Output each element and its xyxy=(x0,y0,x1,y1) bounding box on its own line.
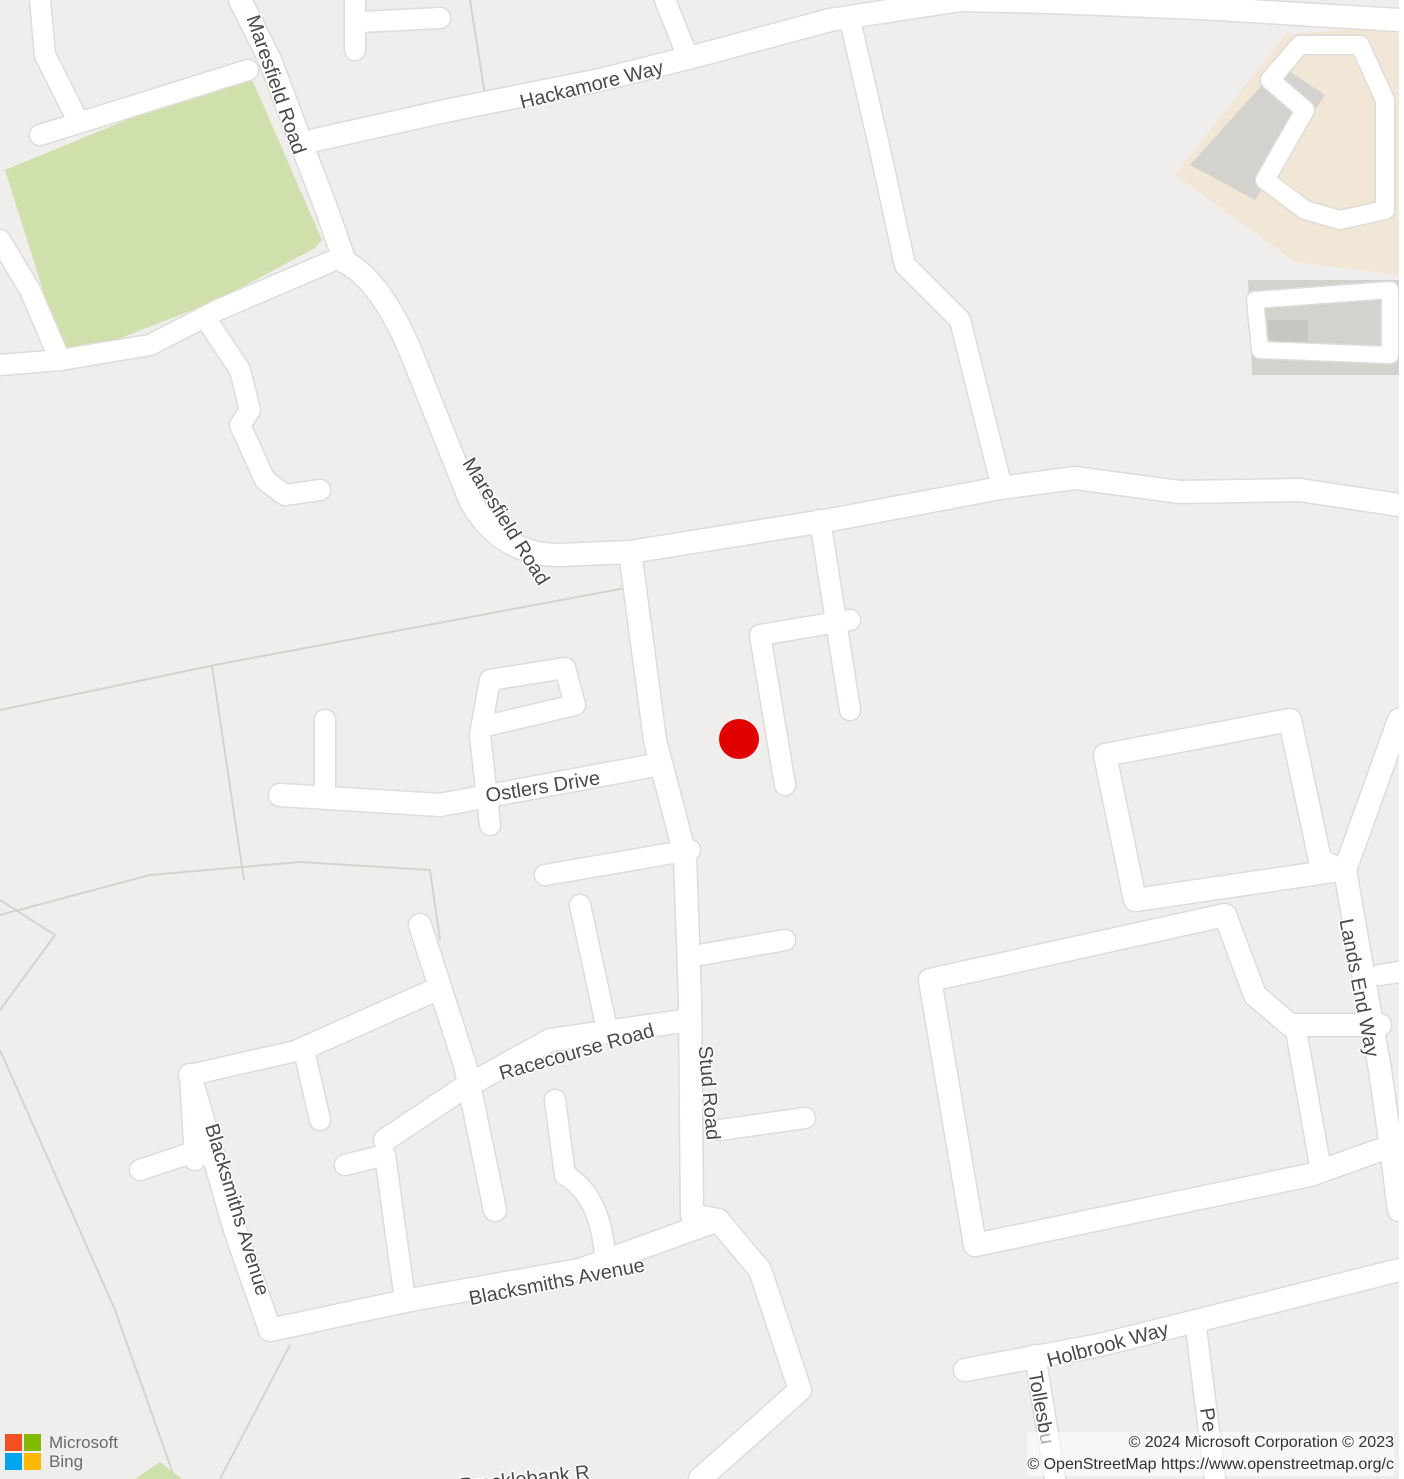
boundary-line xyxy=(0,860,441,941)
ostlers-drive[interactable] xyxy=(269,754,666,816)
boundary-line xyxy=(469,0,486,96)
brand-line-bing: Bing xyxy=(49,1452,84,1471)
boundary-line xyxy=(0,1049,176,1479)
block-south-inner[interactable] xyxy=(1285,962,1399,1175)
street-label-brocklebank: Brocklebank R xyxy=(459,1462,591,1479)
maresfield-road-south[interactable] xyxy=(334,251,1399,566)
park-area-small xyxy=(135,1462,182,1479)
racecourse-road[interactable] xyxy=(289,914,701,1221)
microsoft-logo-icon xyxy=(5,1434,41,1470)
maresfield-road-north[interactable] xyxy=(229,0,356,273)
brand-text: Microsoft Bing xyxy=(49,1433,118,1471)
nw-loop[interactable] xyxy=(0,230,340,375)
boundary-line xyxy=(211,665,245,881)
street-label-pe-road-halo: Pe xyxy=(1195,1406,1220,1433)
attribution-microsoft: © 2024 Microsoft Corporation © 2023 xyxy=(1027,1432,1394,1454)
street-label-pe-road: Pe xyxy=(1195,1406,1220,1433)
lands-end-way[interactable] xyxy=(1334,709,1399,1221)
street-label-holbrook-way: Holbrook Way xyxy=(1045,1319,1171,1373)
bing-branding[interactable]: Microsoft Bing xyxy=(5,1433,118,1471)
block-north[interactable] xyxy=(1094,709,1351,911)
boundary-line xyxy=(0,587,626,711)
boundary-line xyxy=(219,1344,291,1479)
north-road[interactable] xyxy=(655,0,695,60)
ne-road[interactable] xyxy=(949,0,1399,31)
spur-stud-2[interactable] xyxy=(710,1108,815,1140)
spur-east[interactable] xyxy=(535,840,700,885)
attribution-osm[interactable]: © OpenStreetMap https://www.openstreetma… xyxy=(1027,1454,1394,1476)
car-park-road[interactable] xyxy=(1247,282,1398,363)
block-south[interactable] xyxy=(919,904,1391,1256)
ostlers-loop[interactable] xyxy=(470,658,585,835)
boundary-line xyxy=(0,899,57,1011)
park-area xyxy=(5,70,322,360)
racecourse-spur[interactable] xyxy=(295,1045,330,1130)
spur-stud-1[interactable] xyxy=(690,930,795,965)
nw-spur[interactable] xyxy=(200,315,330,505)
map-attribution: © 2024 Microsoft Corporation © 2023 © Op… xyxy=(1027,1432,1394,1476)
vertical-road[interactable] xyxy=(840,10,1010,490)
brand-line-microsoft: Microsoft xyxy=(49,1433,118,1452)
racecourse-branch[interactable] xyxy=(335,1145,415,1310)
south-road[interactable] xyxy=(689,1209,811,1479)
cul-de-sac[interactable] xyxy=(750,610,860,795)
north-spur[interactable] xyxy=(345,0,450,60)
spur-south[interactable] xyxy=(570,895,615,1030)
commercial-loop[interactable] xyxy=(1256,36,1394,229)
stud-road[interactable] xyxy=(619,541,729,1231)
blacksmiths-branch[interactable] xyxy=(545,1090,615,1265)
nw-road[interactable] xyxy=(30,0,258,145)
location-dot-icon[interactable] xyxy=(719,719,759,759)
